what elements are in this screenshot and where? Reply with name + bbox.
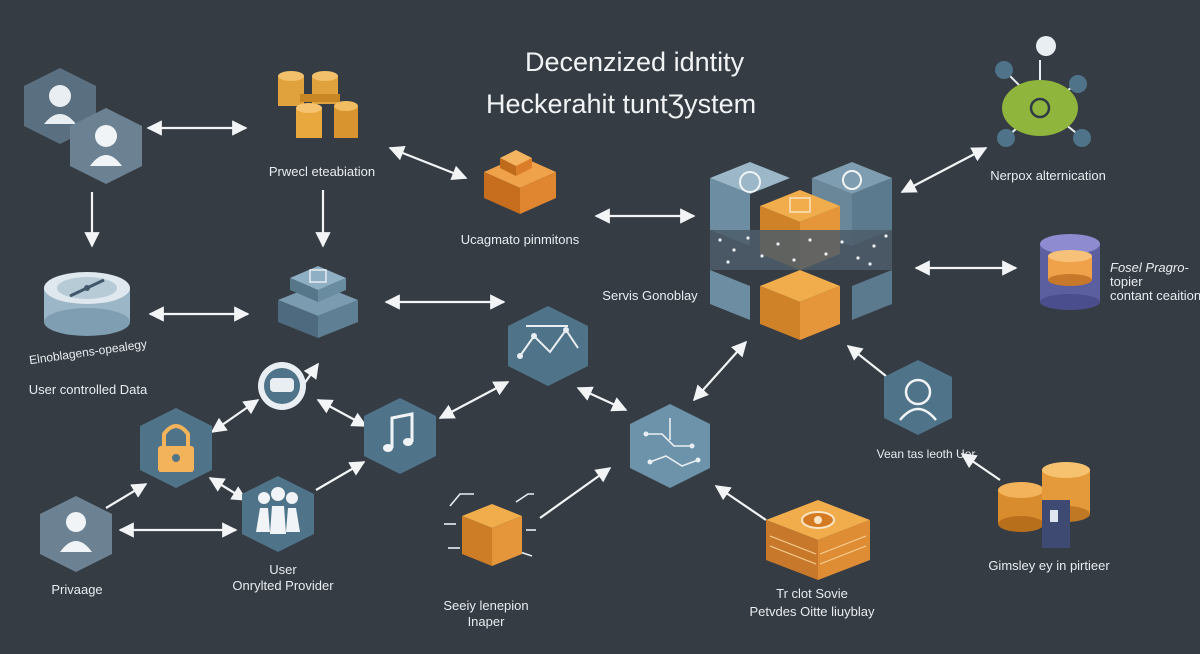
orange-chip-icon <box>766 500 870 580</box>
label-chip-line-2: Petvdes Oitte liuyblay <box>749 604 875 619</box>
label-cylinder-line-2: topier <box>1110 274 1143 289</box>
diagram-title-line-1: Decenzized idntity <box>525 47 745 77</box>
arrow-chat-up <box>303 362 319 385</box>
connector-arrows <box>84 120 1018 538</box>
label-cylinder-line-1: Fosel Pragro- <box>1110 260 1189 275</box>
users-hex-cluster <box>24 68 142 184</box>
circuit-hex-node-icon <box>630 404 710 488</box>
arrow-lock-to-people <box>208 477 248 501</box>
label-coins-right: Gimsley ey in pirtieer <box>988 558 1110 573</box>
center-hex-network-icon <box>508 306 588 386</box>
arrow-profile-to-cube <box>846 345 887 377</box>
central-cube-icon <box>710 162 892 340</box>
label-circuit-line-1: Seeiy lenepion <box>443 598 529 613</box>
gold-blocks-icon <box>278 71 358 138</box>
label-disk-bottom: User controlled Data <box>28 382 148 397</box>
label-chip-line-1: Tr clot Sovie <box>776 586 848 601</box>
chat-bubble-icon <box>258 362 306 410</box>
profile-right-icon <box>884 360 952 435</box>
coins-stack-icon <box>998 462 1090 548</box>
label-circuit-line-2: Inaper <box>467 614 505 629</box>
arrow-chip-to-hexnode <box>714 485 767 521</box>
label-provider-line-1: User <box>269 562 297 577</box>
arrow-coins-to-profile <box>960 453 1001 481</box>
circuit-box-icon <box>444 493 536 566</box>
people-group-icon <box>242 476 314 552</box>
arrow-music-to-hex <box>438 381 510 419</box>
lock-icon <box>140 408 212 488</box>
label-cylinder-line-3: contant ceaition <box>1110 288 1200 303</box>
server-stack-icon <box>278 266 358 338</box>
arrow-cube-to-network <box>900 147 988 193</box>
arrow-chat-to-music <box>316 399 368 427</box>
disk-icon <box>44 272 130 336</box>
arrow-hex-to-hexnode <box>576 386 628 412</box>
diagram-title-line-2: Heckerahit tuntƷystem <box>486 89 757 119</box>
arrow-privacy-to-lock <box>105 483 148 509</box>
label-server-center: Servis Gonoblay <box>602 288 698 303</box>
label-profile-right: Vean tas leoth Uer <box>876 447 976 461</box>
network-green-icon <box>995 36 1091 147</box>
music-note-icon <box>364 398 436 474</box>
privacy-user-icon <box>40 496 112 572</box>
label-orange-blocks: Ucagmato pinmitons <box>460 232 580 247</box>
label-top-right: Nerpox alternication <box>990 168 1106 183</box>
arrow-cube-to-hexnode <box>692 340 748 402</box>
label-privacy: Privaage <box>51 582 103 597</box>
arrow-lock-to-chat <box>210 399 260 433</box>
arrow-blocks-to-orange <box>388 145 468 181</box>
orange-blocks-icon <box>484 150 556 214</box>
label-top-center-block: Prwecl eteabiation <box>268 164 376 179</box>
arrow-people-to-music <box>315 461 366 491</box>
label-provider-line-2: Onrylted Provider <box>232 578 334 593</box>
arrow-circuit-to-hexnode <box>539 467 612 519</box>
cylinder-storage-icon <box>1040 234 1100 310</box>
